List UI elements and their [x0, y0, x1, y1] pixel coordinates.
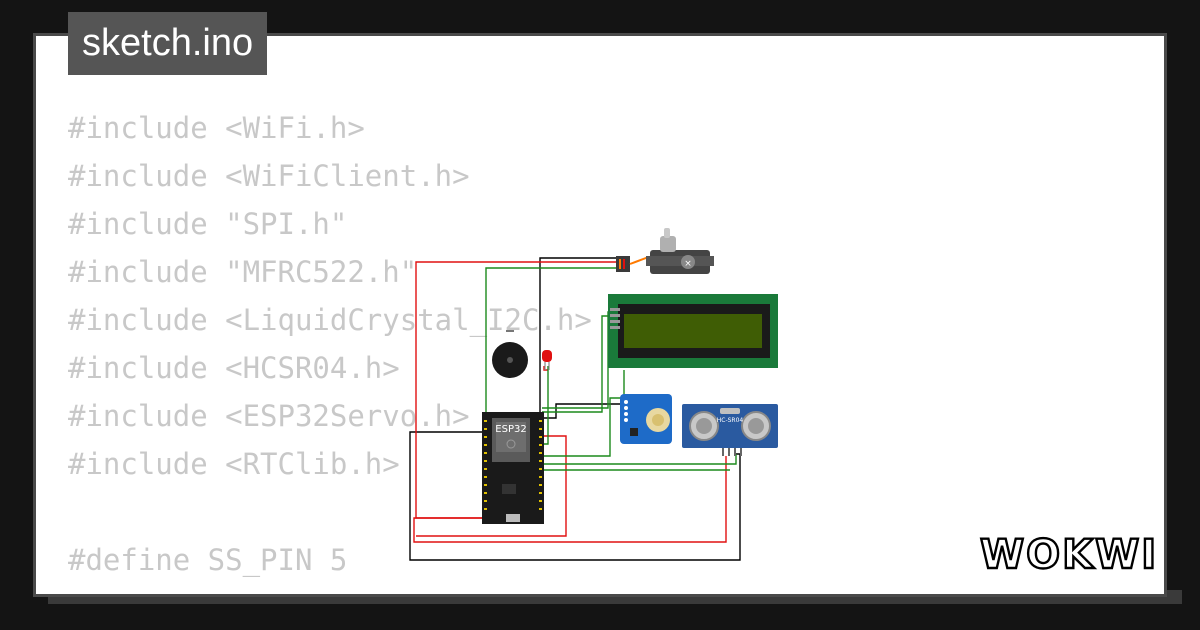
wire-red [543, 366, 548, 371]
wire-green [542, 311, 614, 409]
buzzer [492, 330, 528, 378]
wire-black [539, 257, 616, 418]
code-line: #include <WiFiClient.h> [68, 159, 470, 193]
logo-text: WOKWI [980, 532, 1156, 578]
wire-green [540, 370, 625, 457]
code-line: #include "SPI.h" [68, 207, 348, 241]
rtc-module [620, 394, 672, 444]
ultrasonic-sensor: HC-SR04 [682, 404, 778, 456]
code-preview: #include <WiFi.h> #include <WiFiClient.h>… [68, 104, 592, 594]
code-line: #include <ESP32Servo.h> [68, 399, 470, 433]
code-line: #define RST_PIN 0 [68, 584, 592, 594]
code-line: #include <WiFi.h> [68, 111, 365, 145]
ultrasonic-label: HC-SR04 [717, 417, 744, 424]
wires [409, 257, 741, 561]
esp32-label: ESP32 [495, 424, 526, 435]
circuit-diagram: × [409, 228, 778, 561]
code-line: #define SS_PIN 5 [68, 543, 348, 577]
servo-motor: × [616, 228, 714, 274]
wire-red [416, 435, 567, 537]
code-line: #include <RTClib.h> [68, 447, 400, 481]
code-line: #include <LiquidCrystal_I2C.h> [68, 303, 592, 337]
wire-green [544, 366, 549, 445]
wire-red [413, 456, 727, 543]
red-led [542, 350, 552, 370]
lcd-16x2 [608, 294, 778, 368]
wire-green [484, 267, 616, 417]
wire-green [542, 454, 737, 465]
code-line: #include <HCSR04.h> [68, 351, 400, 385]
wire-black [540, 403, 621, 419]
svg-text:×: × [684, 259, 692, 269]
preview-card: #include <WiFi.h> #include <WiFiClient.h>… [33, 33, 1167, 597]
wokwi-logo: WOKWI [979, 531, 1156, 579]
code-line: #include "MFRC522.h" [68, 255, 418, 289]
file-tab-label: sketch.ino [82, 22, 254, 64]
wire-green [542, 315, 614, 413]
wire-black [409, 431, 741, 561]
file-tab[interactable]: sketch.ino [68, 12, 268, 75]
esp32-board: ESP32 [482, 412, 544, 524]
